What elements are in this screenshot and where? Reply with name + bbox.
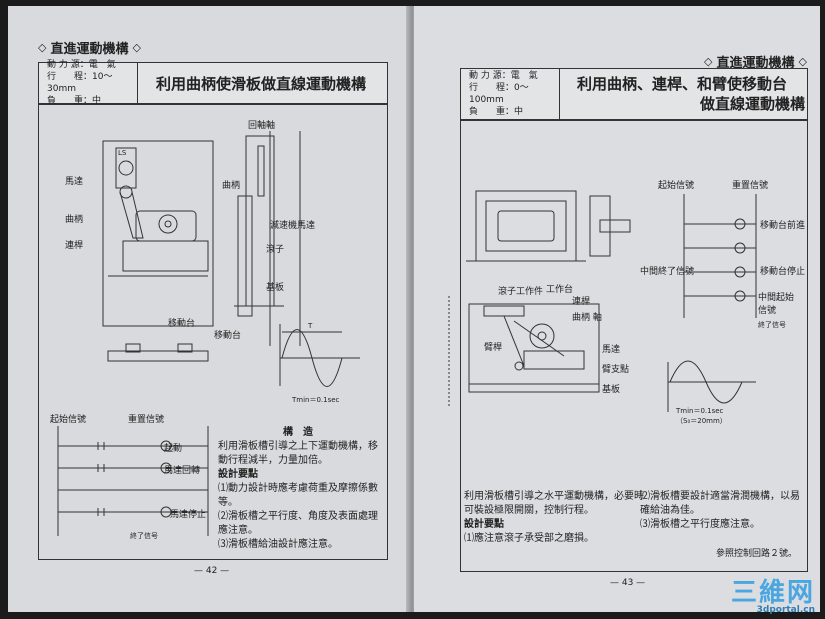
- diamond-icon: ◇: [704, 55, 713, 68]
- right-content-frame: [460, 120, 808, 572]
- right-section-title: 直進運動機構: [716, 56, 795, 71]
- right-design-heading: 設計要點: [464, 519, 504, 530]
- left-circuit-footer: 終了信号: [130, 532, 158, 540]
- label-fulcrum: 臂支點: [602, 365, 630, 375]
- right-title-line-1: 利用曲柄、連桿、和臂使移動台: [576, 75, 787, 93]
- left-mechanism-drawing: [102, 131, 301, 362]
- right-circuit-footer: 終了信号: [758, 321, 786, 329]
- label-link: 連桿: [572, 297, 591, 307]
- label-motor: 馬達: [602, 345, 621, 355]
- right-spec-box: 動 力 源：電 氣 行 程：0～100mm 負 重：中 利用曲柄、連桿、和臂使移…: [460, 68, 808, 120]
- left-circuit-stop: 馬達停止: [170, 510, 207, 520]
- label-roller: 滾子: [266, 245, 285, 255]
- label-crank-2: 曲柄: [222, 181, 241, 191]
- label-worktable: 工作台: [546, 285, 574, 295]
- book-spread: ◇ 直進運動機構 ◇ 動 力 源：電 氣 行 程：10～30mm 負 重：中 利…: [8, 6, 820, 612]
- right-description: 利用滑板槽引導之水平運動機構，必要時可裝設極限開關，控制行程。 設計要點 ⑴應注…: [464, 490, 644, 546]
- left-page-number: — 42 —: [194, 566, 230, 576]
- stroke: 行 程：0～100mm: [469, 83, 529, 105]
- right-structure-body: 利用滑板槽引導之水平運動機構，必要時可裝設極限開關，控制行程。: [464, 491, 644, 516]
- left-description: 構 造 利用滑板槽引導之上下運動機構，移動行程減半，力量加倍。 設計要點 ⑴動力…: [218, 426, 378, 552]
- left-wave-note: Tmin＝0.1sec: [292, 396, 340, 404]
- right-description-2: ⑵滑板槽要設計適當滑潤機構，以易確給油為佳。 ⑶滑板槽之平行度應注意。: [640, 490, 800, 532]
- right-circuit-reset: 重置信號: [732, 181, 769, 191]
- left-control-circuit: [57, 426, 209, 536]
- diamond-icon: ◇: [798, 55, 807, 68]
- load: 負 重：中: [469, 107, 524, 117]
- left-structure-heading: 構 造: [283, 427, 313, 438]
- left-design-point-3: ⑶滑板槽給油設計應注意。: [218, 539, 338, 550]
- load: 負 重：中: [47, 96, 102, 106]
- left-design-point-1: ⑴動力設計時應考慮荷重及摩擦係數等。: [218, 483, 378, 508]
- label-base: 基板: [602, 385, 621, 395]
- right-control-circuit: [683, 194, 757, 318]
- label-base: 基板: [266, 283, 285, 293]
- left-page: ◇ 直進運動機構 ◇ 動 力 源：電 氣 行 程：10～30mm 負 重：中 利…: [8, 6, 408, 612]
- right-design-point-3: ⑶滑板槽之平行度應注意。: [640, 519, 760, 530]
- left-page-title: 利用曲柄使滑板做直線運動機構: [155, 74, 366, 93]
- right-page: ◇ 直進運動機構 ◇ 動 力 源：電 氣 行 程：0～100mm 負 重：中 利…: [414, 6, 820, 612]
- power-source: 動 力 源：電 氣: [469, 71, 538, 81]
- right-circuit-mid-start: 中間起始信號: [758, 293, 795, 316]
- left-spec-box: 動 力 源：電 氣 行 程：10～30mm 負 重：中 利用曲柄使滑板做直線運動…: [38, 60, 388, 106]
- right-reference: 參照控制回路２號。: [716, 549, 798, 559]
- watermark-url: 3dportal.cn: [756, 605, 815, 615]
- left-circuit-start-out: 起動: [164, 444, 183, 454]
- diamond-icon: ◇: [132, 41, 141, 54]
- right-circuit-stop: 移動台停止: [760, 267, 806, 277]
- right-circuit-mid-end: 中間終了信號: [640, 267, 695, 277]
- right-circuit-start: 起始信號: [658, 181, 695, 191]
- left-circuit-rev: 馬達回轉: [164, 466, 201, 476]
- label-ls: LS: [118, 149, 127, 157]
- right-wave-note-2: （S₀＝20mm）: [676, 417, 727, 425]
- label-reducer-motor: 減速機馬達: [270, 221, 316, 231]
- label-crank: 曲柄: [65, 215, 84, 225]
- label-workpiece: 工作件: [516, 287, 544, 297]
- right-wave-note-1: Tmin＝0.1sec: [676, 407, 724, 415]
- right-title-line-2: 做直線運動機構: [699, 95, 805, 113]
- left-design-point-2: ⑵滑板槽之平行度、角度及表面處理應注意。: [218, 511, 378, 536]
- label-table: 移動台: [168, 319, 196, 329]
- right-page-number: — 43 —: [610, 578, 646, 588]
- label-crank-axis: 曲柄 軸: [572, 313, 602, 323]
- left-wave-t: T: [308, 322, 313, 330]
- right-design-point-2: ⑵滑板槽要設計適當滑潤機構，以易確給油為佳。: [640, 491, 800, 516]
- right-page-title: 利用曲柄、連桿、和臂使移動台 做直線運動機構: [559, 69, 805, 119]
- left-circuit-start: 起始信號: [50, 415, 87, 425]
- right-design-point-1: ⑴應注意滾子承受部之磨損。: [464, 533, 594, 544]
- right-section-header: ◇ 直進運動機構 ◇: [704, 52, 807, 71]
- left-circuit-reset: 重置信號: [128, 415, 165, 425]
- left-waveform: [279, 324, 360, 387]
- left-design-heading: 設計要點: [218, 469, 258, 480]
- label-arm: 臂桿: [484, 343, 503, 353]
- power-source: 動 力 源：電 氣: [47, 60, 116, 70]
- label-pivot: 回軸軸: [248, 121, 276, 131]
- left-structure-body: 利用滑板槽引導之上下運動機構，移動行程減半，力量加倍。: [218, 441, 378, 466]
- label-link: 連桿: [65, 241, 84, 251]
- right-waveform: [667, 360, 756, 412]
- label-motor: 馬達: [65, 177, 84, 187]
- stroke: 行 程：10～30mm: [47, 72, 113, 94]
- left-section-header: ◇ 直進運動機構 ◇: [38, 38, 141, 57]
- left-content-frame: [38, 104, 388, 560]
- label-roller: 滾子: [498, 287, 517, 297]
- label-table-2: 移動台: [214, 331, 242, 341]
- right-mechanism-drawing: [448, 190, 631, 406]
- diamond-icon: ◇: [38, 41, 47, 54]
- site-watermark: 三維网 3dportal.cn: [731, 572, 815, 615]
- right-circuit-forward: 移動台前進: [760, 221, 806, 231]
- left-section-title: 直進運動機構: [50, 42, 129, 57]
- watermark-brand: 三維网: [730, 578, 815, 608]
